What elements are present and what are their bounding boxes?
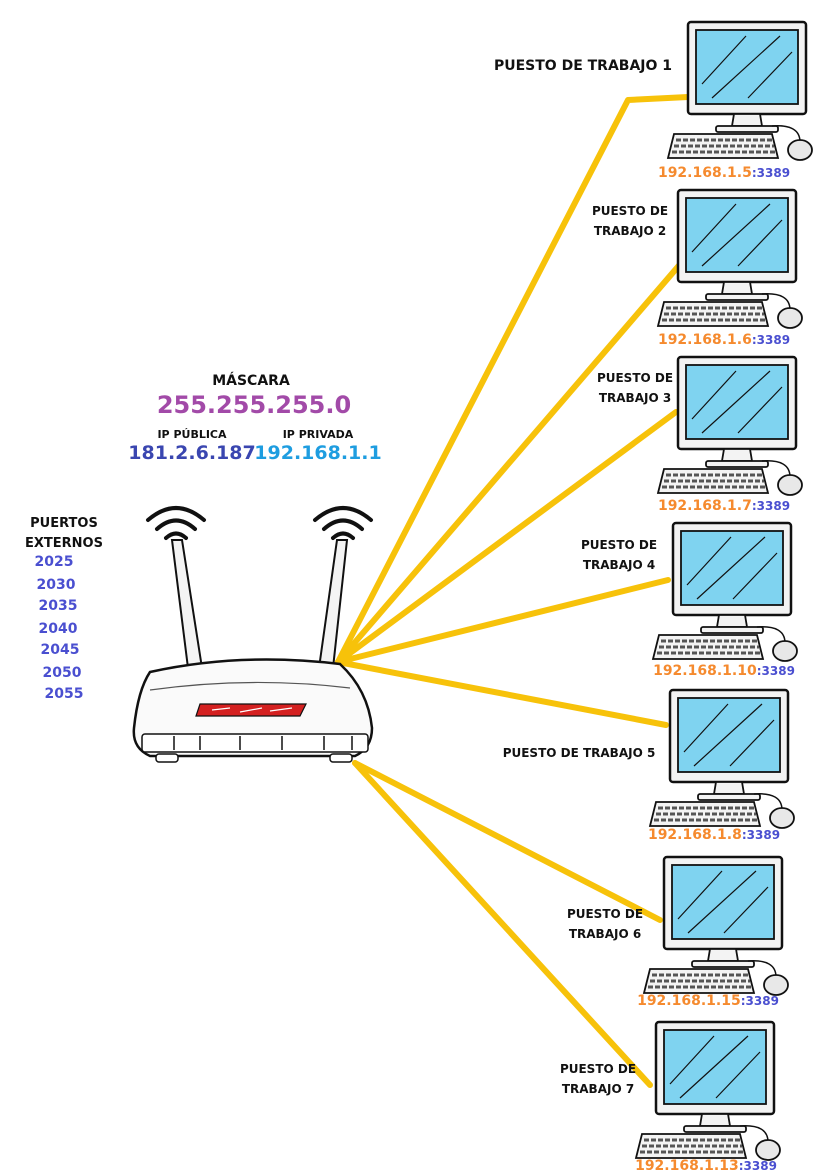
workstation-address: 192.168.1.8:3389 [648,827,780,843]
wifi-signal-icon [146,506,206,540]
computer-monitor-icon [654,1020,776,1133]
computer-monitor-icon [668,688,790,801]
external-ports-list: PUERTOS EXTERNOS 2025 2030 2035 2040 2045 205… [25,516,103,702]
workstation-label: PUESTO DE [581,538,657,552]
workstation-ip: 192.168.1.6 [658,332,752,348]
workstation-layer: PUESTO DE TRABAJO 1192.168.1.5:3389PUEST… [494,20,813,1174]
workstation-ip: 192.168.1.15 [637,993,741,1009]
port-number: 2030 [37,577,76,593]
network-cable [352,760,663,923]
port-number: 2055 [45,686,84,702]
workstation-port: :3389 [752,166,790,180]
workstation-label: PUESTO DE TRABAJO 5 [503,746,656,760]
network-cable [352,760,653,1088]
keyboard-icon [656,301,770,327]
network-cable [335,659,669,728]
workstation-ip: 192.168.1.5 [658,165,752,181]
workstation-ip: 192.168.1.7 [658,498,752,514]
workstation: PUESTO DE TRABAJO 1 192.168.1.5:3389 [494,20,813,181]
mouse-icon [739,1125,781,1161]
mouse-icon [756,626,798,662]
network-cable [335,259,685,665]
workstation-port: :3389 [741,994,779,1008]
computer-monitor-icon [676,355,798,468]
computer-monitor-icon [671,521,793,634]
workstation-label: TRABAJO 4 [583,558,655,572]
keyboard-icon [642,968,756,994]
workstation: PUESTO DE TRABAJO 2 192.168.1.6:3389 [592,188,803,348]
mask-value: 255.255.255.0 [157,391,351,419]
network-cable [335,577,671,665]
mouse-icon [761,293,803,329]
workstation-port: :3389 [752,499,790,513]
port-number: 2050 [43,665,82,681]
workstation: PUESTO DE TRABAJO 3 192.168.1.7:3389 [597,355,803,514]
mouse-icon [761,460,803,496]
port-number: 2040 [39,621,78,637]
workstation-address: 192.168.1.15:3389 [637,993,779,1009]
keyboard-icon [666,133,780,159]
workstation-address: 192.168.1.10:3389 [653,663,795,679]
keyboard-icon [634,1133,748,1159]
workstation-port: :3389 [739,1159,777,1173]
computer-monitor-icon [686,20,808,133]
mouse-icon [747,960,789,996]
workstation-ip: 192.168.1.13 [635,1158,739,1174]
workstation-port: :3389 [742,828,780,842]
workstation-label: PUESTO DE [597,371,673,385]
workstation-label: PUESTO DE [560,1062,636,1076]
workstation-ip: 192.168.1.8 [648,827,742,843]
keyboard-icon [651,634,765,660]
port-number: 2035 [39,598,78,614]
workstation-address: 192.168.1.5:3389 [658,165,790,181]
workstation: PUESTO DE TRABAJO 7 192.168.1.13:3389 [560,1020,781,1174]
mask-label: MÁSCARA [212,372,290,389]
router-vents [141,733,369,753]
public-ip-value: 181.2.6.187 [128,442,255,464]
workstation-label: PUESTO DE [567,907,643,921]
router [132,506,374,763]
antenna-left [170,539,204,669]
workstation: PUESTO DE TRABAJO 6 192.168.1.15:3389 [567,855,789,1009]
private-ip-value: 192.168.1.1 [254,442,381,464]
computer-monitor-icon [662,855,784,968]
network-cable [335,94,691,665]
workstation: PUESTO DE TRABAJO 5 192.168.1.8:3389 [503,688,795,843]
wifi-signal-icon [313,506,373,540]
port-number: 2025 [35,554,74,570]
network-cable [335,409,679,665]
workstation-label: TRABAJO 6 [569,927,641,941]
workstation-ip: 192.168.1.10 [653,663,757,679]
workstation-address: 192.168.1.7:3389 [658,498,790,514]
workstation: PUESTO DE TRABAJO 4 192.168.1.10:3389 [581,521,798,679]
public-ip-label: IP PÚBLICA [157,428,227,441]
mouse-icon [753,793,795,829]
ports-title-line1: PUERTOS [30,516,98,531]
workstation-label: TRABAJO 2 [594,224,666,238]
keyboard-icon [656,468,770,494]
workstation-label: PUESTO DE TRABAJO 1 [494,58,672,74]
keyboard-icon [648,801,762,827]
workstation-address: 192.168.1.6:3389 [658,332,790,348]
ports-title-line2: EXTERNOS [25,536,103,551]
workstation-label: PUESTO DE [592,204,668,218]
computer-monitor-icon [676,188,798,301]
workstation-label: TRABAJO 3 [599,391,671,405]
private-ip-label: IP PRIVADA [283,428,354,441]
workstation-port: :3389 [752,333,790,347]
cable-layer [335,94,691,1088]
port-number: 2045 [41,642,80,658]
workstation-port: :3389 [757,664,795,678]
workstation-label: TRABAJO 7 [562,1082,634,1096]
mouse-icon [771,125,813,161]
workstation-address: 192.168.1.13:3389 [635,1158,777,1174]
